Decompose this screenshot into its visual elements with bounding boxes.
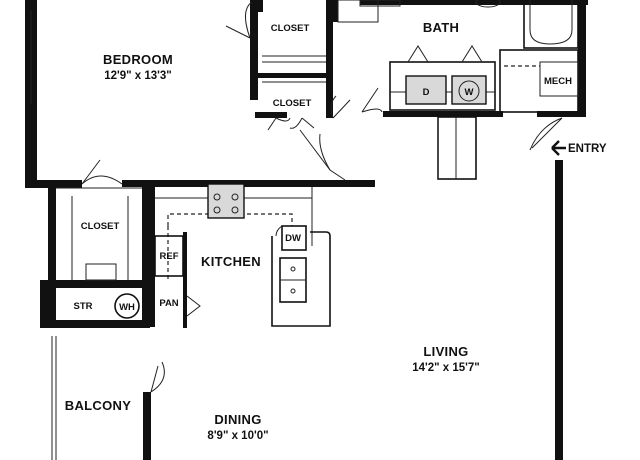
wall-right-lower bbox=[555, 160, 563, 460]
walls bbox=[25, 0, 588, 460]
mech-label: MECH bbox=[544, 76, 572, 87]
bath-door bbox=[330, 95, 351, 119]
labels: BEDROOM 12'9" x 13'3" CLOSET CLOSET BATH… bbox=[65, 20, 607, 442]
bath-label: BATH bbox=[423, 20, 459, 35]
bath-counter-top bbox=[337, 0, 379, 23]
wall-bedroom-bottom-right bbox=[122, 180, 375, 187]
laundry-doors bbox=[407, 45, 483, 63]
kitchen-label: KITCHEN bbox=[201, 254, 261, 269]
washer-label: W bbox=[465, 87, 474, 98]
wall-closet-left bbox=[48, 180, 56, 322]
laundry-closet bbox=[389, 61, 496, 111]
bedroom-label: BEDROOM bbox=[103, 52, 173, 67]
closet-mid-door-right bbox=[289, 117, 315, 129]
balcony-label: BALCONY bbox=[65, 398, 131, 413]
living-dims: 14'2" x 15'7" bbox=[412, 362, 480, 374]
closet-mid-label: CLOSET bbox=[273, 98, 312, 109]
dw-label: DW bbox=[285, 233, 301, 244]
closet-mid-door-left bbox=[267, 117, 291, 131]
dryer-label: D bbox=[423, 87, 430, 98]
closet-top-door bbox=[225, 1, 253, 39]
bedroom-door bbox=[81, 159, 123, 185]
wall-closet-right bbox=[326, 0, 333, 118]
wall-str-bottom bbox=[40, 320, 150, 328]
bedroom-dims: 12'9" x 13'3" bbox=[104, 70, 172, 82]
stove bbox=[207, 183, 245, 219]
wall-closet-mid-bottom-left bbox=[255, 112, 287, 118]
water-heater bbox=[114, 293, 140, 319]
wall-balcony-dining bbox=[143, 392, 151, 460]
wall-str-left bbox=[40, 280, 48, 328]
wall-closet-top-left bbox=[250, 0, 258, 100]
wall-kitchen-left bbox=[150, 187, 155, 327]
entry-label: ENTRY bbox=[568, 143, 607, 155]
bathtub bbox=[523, 0, 579, 49]
wall-bath-top bbox=[360, 0, 588, 5]
entry-arrow-icon bbox=[551, 140, 566, 156]
wall-closet-right bbox=[142, 180, 150, 328]
dishwasher bbox=[281, 225, 307, 251]
pan-label: PAN bbox=[159, 298, 178, 309]
wall-bath-left bbox=[330, 0, 338, 22]
str-label: STR bbox=[74, 301, 93, 312]
bath-sink bbox=[475, 0, 501, 8]
hall-column bbox=[437, 116, 477, 180]
wall-hall-stub bbox=[345, 180, 375, 187]
kitchen-island bbox=[271, 231, 331, 327]
living-label: LIVING bbox=[423, 344, 468, 359]
refrigerator bbox=[154, 235, 184, 277]
closet-left-label: CLOSET bbox=[81, 221, 120, 232]
balcony-door bbox=[150, 361, 165, 393]
dining-dims: 8'9" x 10'0" bbox=[207, 430, 268, 442]
closet-top-label: CLOSET bbox=[271, 23, 310, 34]
wall-mech-bottom bbox=[537, 111, 586, 117]
dining-label: DINING bbox=[214, 412, 261, 427]
wall-closet-stub bbox=[255, 0, 263, 12]
pantry-door bbox=[186, 295, 201, 317]
wall-bath-bottom bbox=[383, 111, 503, 117]
bath-hall-door bbox=[361, 87, 383, 113]
wall-closet-divider bbox=[255, 73, 330, 78]
wall-closet-bottom bbox=[48, 280, 150, 288]
ref-label: REF bbox=[160, 251, 179, 262]
dryer bbox=[405, 75, 447, 105]
wall-pantry-right bbox=[183, 232, 187, 328]
entry-door bbox=[529, 117, 563, 151]
wall-right-upper bbox=[578, 0, 586, 117]
wh-label: WH bbox=[119, 302, 135, 313]
fixtures bbox=[30, 0, 579, 460]
